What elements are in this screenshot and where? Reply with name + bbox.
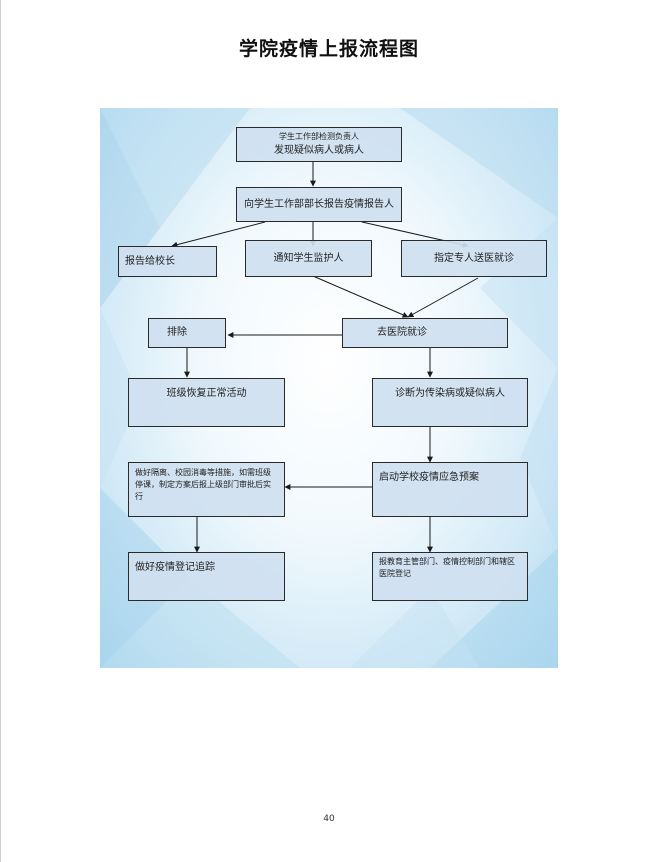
page-number: 40 <box>323 814 335 824</box>
node-send-to-doctor: 指定专人送医就诊 <box>401 240 547 277</box>
node-report-to-principal: 报告给校长 <box>118 246 217 277</box>
node-start-emergency-plan: 启动学校疫情应急预案 <box>372 462 528 517</box>
node-detect-line2: 发现疑似病人或病人 <box>274 144 364 156</box>
node-report-to-director: 向学生工作部部长报告疫情报告人 <box>236 187 402 222</box>
node-report-authorities: 报教育主管部门、疫情控制部门和辖区医院登记 <box>372 552 528 601</box>
node-go-to-hospital: 去医院就诊 <box>342 318 508 348</box>
node-excluded: 排除 <box>148 318 226 348</box>
node-notify-guardian: 通知学生监护人 <box>245 240 372 277</box>
arrow-n2-n3 <box>171 221 266 248</box>
node-isolation-measures: 做好隔离、校园消毒等措施，如需班级停课，制定方案后报上级部门审批后实行 <box>128 462 285 517</box>
node-diagnosed-infectious: 诊断为传染病或疑似病人 <box>372 378 528 427</box>
node-detect-line1: 学生工作部检测负责人 <box>279 131 359 141</box>
page-title: 学院疫情上报流程图 <box>238 38 419 60</box>
node-detect-suspected-case: 学生工作部检测负责人 发现疑似病人或病人 <box>236 127 402 162</box>
arrow-n4-n7 <box>312 275 409 318</box>
flowchart-panel: 学生工作部检测负责人 发现疑似病人或病人 向学生工作部部长报告疫情报告人 报告给… <box>100 108 558 668</box>
node-record-tracking: 做好疫情登记追踪 <box>128 552 285 601</box>
page-edge <box>0 0 1 862</box>
node-class-resume: 班级恢复正常活动 <box>128 378 285 427</box>
arrow-n5-n7 <box>407 277 479 318</box>
